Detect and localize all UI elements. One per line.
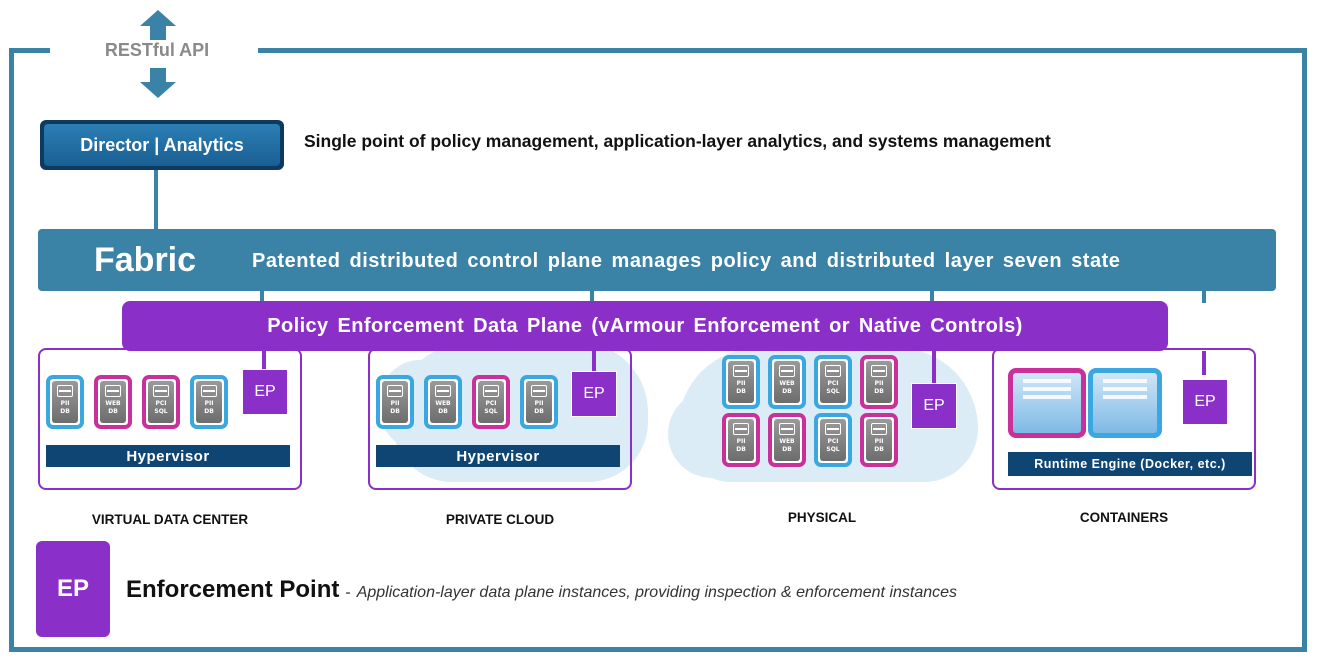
virtual-data-center-box <box>38 348 302 490</box>
legend-description: Application-layer data plane instances, … <box>356 584 958 601</box>
fabric-connector <box>590 291 594 303</box>
virtual-hypervisor-bar: Hypervisor <box>46 445 290 467</box>
api-label-background <box>50 38 258 62</box>
arrow-up-icon <box>140 10 176 40</box>
director-analytics-label: Director | Analytics <box>44 124 280 166</box>
arrow-down-icon <box>140 68 176 98</box>
virtual-data-center-label: VIRTUAL DATA CENTER <box>91 512 249 527</box>
legend-title: Enforcement Point <box>126 576 340 603</box>
containers-label: CONTAINERS <box>1079 510 1169 525</box>
legend-separator: - <box>345 584 351 601</box>
director-connector <box>154 170 158 230</box>
fabric-connector <box>260 291 264 303</box>
enforcement-point-badge: EP <box>242 369 288 415</box>
enforcement-point-badge: EP <box>911 383 957 429</box>
private-cloud-box <box>368 348 632 490</box>
fabric-connector <box>930 291 934 303</box>
ep-connector <box>932 351 936 383</box>
runtime-engine-bar: Runtime Engine (Docker, etc.) <box>1008 452 1252 476</box>
ep-connector <box>592 351 596 371</box>
fabric-title: Fabric <box>94 241 197 279</box>
ep-connector <box>1202 351 1206 375</box>
container-blue <box>1088 368 1162 438</box>
enforcement-point-badge: EP <box>1182 379 1228 425</box>
architecture-frame <box>9 48 1307 652</box>
legend-ep-badge: EP <box>36 541 110 637</box>
legend-text: Enforcement Point-Application-layer data… <box>126 576 957 604</box>
containers-box <box>992 348 1256 490</box>
container-pink <box>1008 368 1086 438</box>
enforcement-point-badge: EP <box>571 371 617 417</box>
private-hypervisor-bar: Hypervisor <box>376 445 620 467</box>
ep-connector <box>262 351 266 369</box>
fabric-connector <box>1202 291 1206 303</box>
fabric-description: Patented distributed control plane manag… <box>252 250 1121 272</box>
director-description: Single point of policy management, appli… <box>304 131 1051 151</box>
director-analytics-box: Director | Analytics <box>40 120 284 170</box>
private-cloud-label: PRIVATE CLOUD <box>445 512 555 527</box>
physical-label: PHYSICAL <box>787 510 857 525</box>
policy-enforcement-data-plane: Policy Enforcement Data Plane (vArmour E… <box>122 301 1168 351</box>
restful-api-label: RESTful API <box>104 40 210 60</box>
fabric-bar: Fabric Patented distributed control plan… <box>38 229 1276 291</box>
